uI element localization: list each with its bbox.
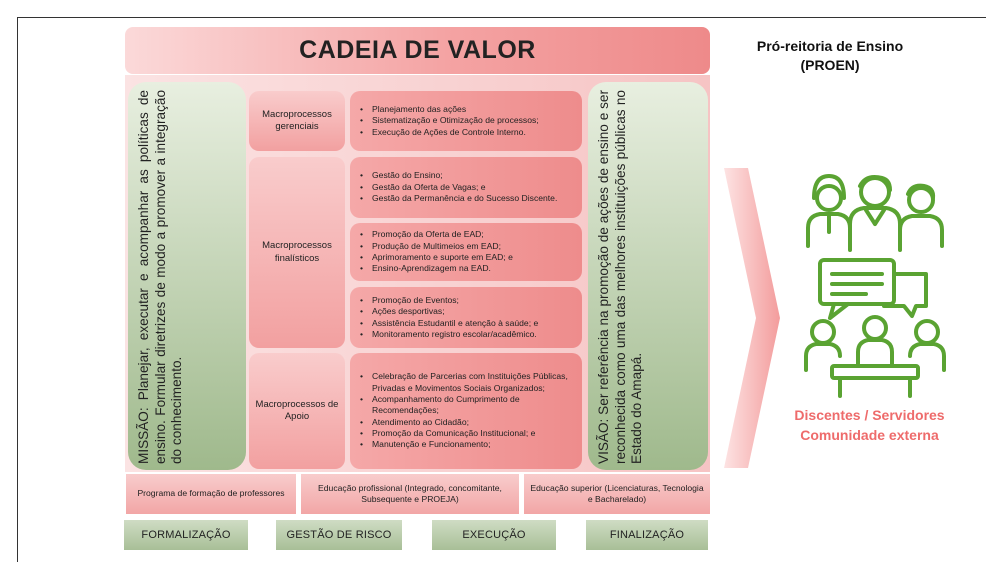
program-professor-training: Programa de formação de professores: [126, 474, 296, 514]
list-item: Atendimento ao Cidadão;: [358, 417, 576, 429]
list-item: Ensino-Aprendizagem na EAD.: [358, 263, 513, 275]
page-frame: [17, 17, 986, 562]
program-higher-education: Educação superior (Licenciaturas, Tecnol…: [524, 474, 710, 514]
macroprocess-apoio-label: Macroprocessos de Apoio: [249, 353, 345, 469]
vision-panel: VISÃO: Ser referência na promoção de açõ…: [588, 82, 708, 470]
list-item: Gestão da Permanência e do Sucesso Disce…: [358, 193, 557, 205]
list-item: Planejamento das ações: [358, 104, 539, 116]
page-title: CADEIA DE VALOR: [125, 27, 710, 74]
phase-finalizacao: FINALIZAÇÃO: [586, 520, 708, 550]
speech-bubbles-icon: [818, 258, 928, 320]
finalisticos-list-2: Promoção da Oferta de EAD; Produção de M…: [350, 223, 582, 281]
list-item: Acompanhamento do Cumprimento de Recomen…: [358, 394, 576, 417]
macroprocess-finalisticos-label: Macroprocessos finalísticos: [249, 157, 345, 348]
target-audience: Discentes / Servidores Comunidade extern…: [762, 405, 977, 446]
stakeholders-illustration: [804, 174, 946, 398]
list-item: Execução de Ações de Controle Interno.: [358, 127, 539, 139]
list-item: Monitoramento registro escolar/acadêmico…: [358, 329, 538, 341]
list-item: Promoção de Eventos;: [358, 295, 538, 307]
mission-content: MISSÃO: Planejar, executar e acompanhar …: [136, 90, 241, 464]
gerenciais-list: Planejamento das ações Sistematização e …: [350, 91, 582, 151]
list-item: Celebração de Parcerias com Instituições…: [358, 371, 576, 394]
meeting-table-icon: [804, 315, 946, 398]
list-item: Manutenção e Funcionamento;: [358, 439, 576, 451]
people-group-icon: [806, 174, 944, 252]
macroprocess-gerenciais-label: Macroprocessos gerenciais: [249, 91, 345, 151]
finalisticos-list-1: Gestão do Ensino; Gestão da Oferta de Va…: [350, 157, 582, 218]
mission-panel: MISSÃO: Planejar, executar e acompanhar …: [128, 82, 246, 470]
mission-heading: MISSÃO:: [136, 407, 151, 464]
organization-line-2: (PROEN): [800, 56, 860, 73]
audience-line-2: Comunidade externa: [800, 427, 939, 444]
list-item: Aprimoramento e suporte em EAD; e: [358, 252, 513, 264]
list-item: Ações desportivas;: [358, 306, 538, 318]
organization-line-1: Pró-reitoria de Ensino: [756, 38, 904, 54]
list-item: Produção de Multimeios em EAD;: [358, 241, 513, 253]
phase-execucao: EXECUÇÃO: [432, 520, 556, 550]
list-item: Assistência Estudantil e atenção à saúde…: [358, 318, 538, 330]
phase-formalizacao: FORMALIZAÇÃO: [124, 520, 248, 550]
vision-heading: VISÃO:: [596, 418, 611, 464]
phase-gestao-de-risco: GESTÃO DE RISCO: [276, 520, 402, 550]
apoio-list: Celebração de Parcerias com Instituições…: [350, 353, 582, 469]
arrow-right-chevron: [724, 168, 780, 468]
finalisticos-list-3: Promoção de Eventos; Ações desportivas; …: [350, 287, 582, 348]
program-professional-education: Educação profissional (Integrado, concom…: [301, 474, 519, 514]
list-item: Promoção da Comunicação Institucional; e: [358, 428, 576, 440]
vision-text: Ser referência na promoção de ações de e…: [596, 90, 645, 464]
list-item: Gestão do Ensino;: [358, 170, 557, 182]
list-item: Sistematização e Otimização de processos…: [358, 115, 539, 127]
list-item: Gestão da Oferta de Vagas; e: [358, 182, 557, 194]
audience-line-1: Discentes / Servidores: [794, 407, 945, 423]
list-item: Promoção da Oferta de EAD;: [358, 229, 513, 241]
vision-content: VISÃO: Ser referência na promoção de açõ…: [596, 90, 704, 464]
organization-name: Pró-reitoria de Ensino (PROEN): [735, 37, 925, 75]
